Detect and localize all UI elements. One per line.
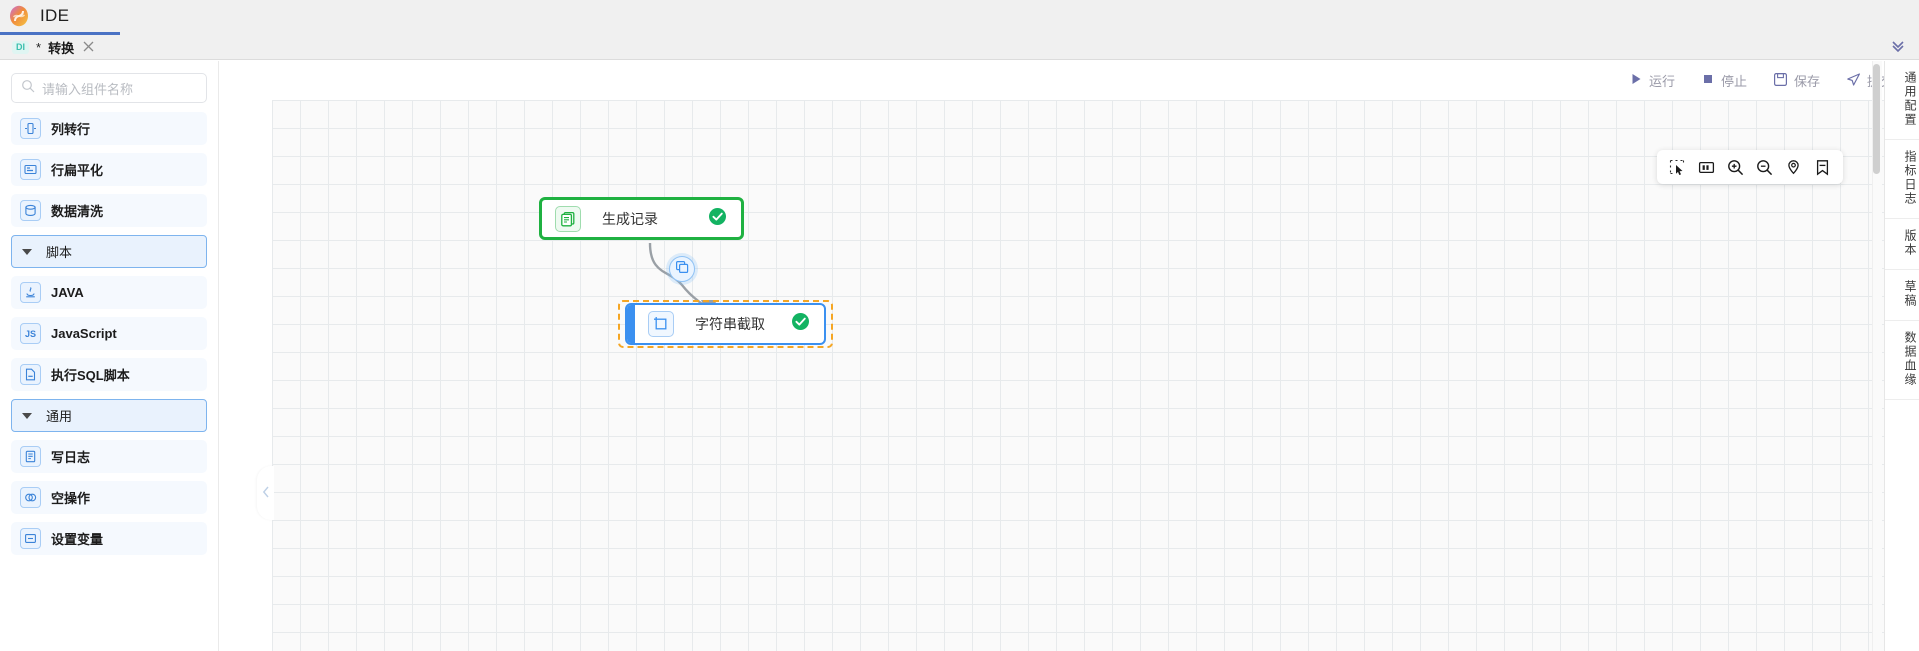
rail-item-version[interactable]: 版本 xyxy=(1885,219,1919,270)
edge-generate-to-substring xyxy=(648,242,717,316)
check-circle-icon xyxy=(708,207,727,231)
node-accent-bar xyxy=(627,305,635,343)
sidebar-item-set-variable[interactable]: 设置变量 xyxy=(11,522,207,555)
tab-transform[interactable]: DI * 转换 xyxy=(0,32,120,59)
component-panel: 请输入组件名称 列转行 行扁平化 数据清洗 xyxy=(0,61,219,651)
copy-records-icon xyxy=(555,205,581,232)
sidebar-item-data-clean[interactable]: 数据清洗 xyxy=(11,194,207,227)
set-variable-icon xyxy=(20,528,41,549)
chevron-double-down-icon[interactable] xyxy=(1877,32,1919,59)
sidebar-group-script[interactable]: 脚本 xyxy=(11,235,207,268)
chevron-left-icon xyxy=(262,486,270,501)
sql-file-icon xyxy=(20,364,41,385)
tab-dirty-marker: * xyxy=(36,39,42,55)
rail-item-draft[interactable]: 草稿 xyxy=(1885,270,1919,321)
rail-item-data-lineage[interactable]: 数据血缘 xyxy=(1885,321,1919,400)
canvas-scrollbar[interactable] xyxy=(1872,61,1882,651)
save-button-label: 保存 xyxy=(1793,74,1820,89)
row-flatten-icon xyxy=(20,159,41,180)
noop-icon xyxy=(20,487,41,508)
locate-icon[interactable] xyxy=(1779,152,1808,182)
sidebar-item-label: JAVA xyxy=(51,285,84,300)
log-write-icon xyxy=(20,446,41,467)
editor-toolbar: 运行 停止 保存 提交 xyxy=(272,61,1919,100)
sidebar-item-java[interactable]: JAVA xyxy=(11,276,207,309)
rail-item-metrics-log[interactable]: 指标日志 xyxy=(1885,140,1919,219)
rail-item-general-config[interactable]: 通用配置 xyxy=(1885,61,1919,140)
tab-bar-spacer xyxy=(120,32,1877,59)
js-icon: JS xyxy=(20,323,41,344)
send-icon xyxy=(1846,72,1861,90)
search-container: 请输入组件名称 xyxy=(0,61,218,103)
title-bar: IDE xyxy=(0,0,1919,32)
play-icon xyxy=(1629,72,1643,89)
tab-bar: DI * 转换 xyxy=(0,32,1919,60)
node-label: 字符串截取 xyxy=(695,316,765,332)
sidebar-item-label: JavaScript xyxy=(51,326,117,341)
stop-button[interactable]: 停止 xyxy=(1701,71,1747,90)
save-icon xyxy=(1773,72,1788,90)
marquee-select-icon[interactable] xyxy=(1663,152,1692,182)
sidebar-group-label: 通用 xyxy=(46,409,73,424)
sidebar-group-general[interactable]: 通用 xyxy=(11,399,207,432)
search-icon xyxy=(21,79,35,98)
sidebar-group-label: 脚本 xyxy=(46,245,73,260)
column-to-row-icon xyxy=(20,118,41,139)
sidebar-item-column-to-row[interactable]: 列转行 xyxy=(11,112,207,145)
copy-icon xyxy=(675,260,689,279)
sidebar-item-label: 行扁平化 xyxy=(51,163,104,178)
node-label: 生成记录 xyxy=(602,210,658,227)
sidebar-item-write-log[interactable]: 写日志 xyxy=(11,440,207,473)
swirl-logo-icon xyxy=(8,5,30,27)
component-list: 列转行 行扁平化 数据清洗 脚本 xyxy=(0,103,218,555)
close-icon[interactable] xyxy=(83,40,94,55)
right-rail: 通用配置 指标日志 版本 草稿 数据血缘 xyxy=(1884,61,1919,651)
sidebar-item-label: 写日志 xyxy=(51,450,91,465)
caret-down-icon xyxy=(22,248,32,255)
sidebar-item-row-flatten[interactable]: 行扁平化 xyxy=(11,153,207,186)
sidebar-item-javascript[interactable]: JS JavaScript xyxy=(11,317,207,350)
search-input[interactable]: 请输入组件名称 xyxy=(11,73,207,103)
bookmark-icon[interactable] xyxy=(1808,152,1837,182)
caret-down-icon xyxy=(22,412,32,419)
tab-title: 转换 xyxy=(48,40,75,56)
node-selection-outline xyxy=(618,300,833,348)
zoom-in-icon[interactable] xyxy=(1721,152,1750,182)
panel-collapse-handle[interactable] xyxy=(257,466,274,520)
sidebar-item-label: 设置变量 xyxy=(51,532,104,547)
flow-canvas[interactable]: 生成记录 字符串截取 xyxy=(272,100,1884,651)
node-substring[interactable]: 字符串截取 xyxy=(625,303,826,345)
sidebar-item-label: 数据清洗 xyxy=(51,204,104,219)
zoom-out-icon[interactable] xyxy=(1750,152,1779,182)
sidebar-item-label: 空操作 xyxy=(51,491,91,506)
run-button[interactable]: 运行 xyxy=(1629,71,1675,90)
stop-icon xyxy=(1701,72,1715,89)
node-generate-record[interactable]: 生成记录 xyxy=(539,197,744,240)
sidebar-item-label: 执行SQL脚本 xyxy=(51,368,130,383)
sidebar-item-label: 列转行 xyxy=(51,122,91,137)
java-icon xyxy=(20,282,41,303)
sidebar-item-run-sql-script[interactable]: 执行SQL脚本 xyxy=(11,358,207,391)
search-placeholder: 请输入组件名称 xyxy=(42,81,134,97)
run-button-label: 运行 xyxy=(1648,74,1675,89)
check-circle-icon xyxy=(791,312,810,336)
database-clean-icon xyxy=(20,200,41,221)
save-button[interactable]: 保存 xyxy=(1773,71,1820,90)
fit-to-screen-icon[interactable] xyxy=(1692,152,1721,182)
crop-icon xyxy=(648,311,674,337)
sidebar-item-noop[interactable]: 空操作 xyxy=(11,481,207,514)
canvas-toolbar xyxy=(1657,150,1843,184)
edge-badge[interactable] xyxy=(669,256,695,282)
canvas-scrollbar-thumb[interactable] xyxy=(1873,64,1880,174)
tab-type-badge: DI xyxy=(12,40,29,54)
stop-button-label: 停止 xyxy=(1720,74,1747,89)
app-title: IDE xyxy=(40,6,70,25)
